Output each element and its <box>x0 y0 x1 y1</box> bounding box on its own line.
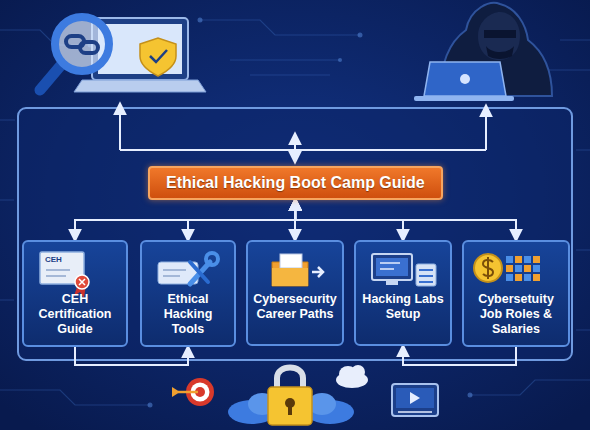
salary-icon <box>474 254 540 282</box>
career-folder-icon <box>272 254 323 286</box>
panel-frame <box>18 108 572 360</box>
topic-label: CEH Certification Guide <box>29 292 121 337</box>
connector-arrow <box>295 200 516 240</box>
topic-box: Cybersecurity Career Paths <box>246 240 344 346</box>
lab-computer-icon <box>372 254 436 286</box>
topic-box: CEH Certification Guide <box>22 240 128 347</box>
topic-box: Hacking Labs Setup <box>354 240 452 346</box>
topic-label: Cybersecurity Career Paths <box>253 292 337 322</box>
target-icon <box>172 378 214 406</box>
topic-box: Ethical Hacking Tools <box>140 240 236 347</box>
laptop-magnifier-illustration <box>40 17 206 92</box>
hacker-illustration <box>414 3 552 101</box>
topic-label: Ethical Hacking Tools <box>147 292 229 337</box>
tools-icon <box>158 253 218 284</box>
certificate-icon <box>40 252 89 298</box>
title-box: Ethical Hacking Boot Camp Guide <box>148 166 443 200</box>
title-text: Ethical Hacking Boot Camp Guide <box>166 174 425 192</box>
connector-arrow <box>403 346 516 365</box>
icon-label: CEH <box>45 255 62 264</box>
connector-arrow <box>75 347 188 365</box>
connector-arrow <box>75 200 295 240</box>
topic-label: Hacking Labs Setup <box>361 292 445 322</box>
connector-arrow <box>188 200 295 240</box>
topic-box: Cybersetuity Job Roles & Salaries <box>462 240 570 347</box>
circuit-lines <box>0 20 590 405</box>
clouds-and-lock-icon <box>228 368 354 426</box>
video-icon <box>392 384 438 416</box>
cloud-icon <box>336 365 368 388</box>
top-connectors <box>120 104 486 162</box>
topic-label: Cybersetuity Job Roles & Salaries <box>469 292 563 337</box>
